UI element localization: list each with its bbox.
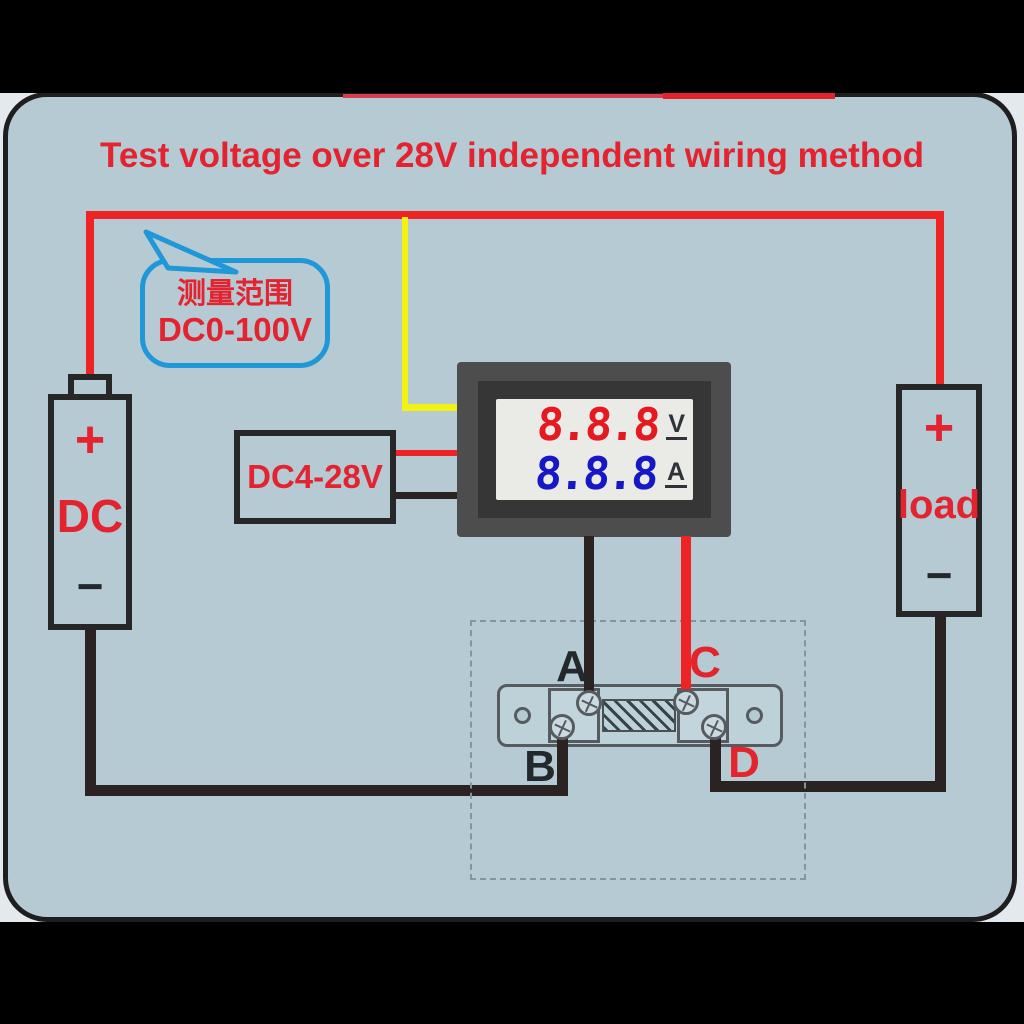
shunt-dashed-outline <box>470 620 806 880</box>
volt-amp-meter: 8.8.8 V 8.8.8 A <box>457 362 731 537</box>
voltage-row: 8.8.8 V <box>502 398 687 452</box>
shunt-resistance-element <box>602 699 676 732</box>
top-edge-red-segment-right <box>663 92 835 99</box>
shunt-screw-D <box>701 714 727 740</box>
terminal-label-c: C <box>689 638 721 687</box>
meter-sense-wire-black-A <box>584 536 594 703</box>
meter-sense-wire-red-C <box>681 536 691 703</box>
top-edge-red-segment-left <box>343 94 663 98</box>
load-negative-wire-vertical <box>935 615 946 792</box>
terminal-label-d: D <box>728 738 760 787</box>
terminal-label-b: B <box>524 742 556 791</box>
shunt-mount-hole-right <box>746 707 763 724</box>
shunt-mount-hole-left <box>514 707 531 724</box>
diagram-title: Test voltage over 28V independent wiring… <box>100 136 924 175</box>
voltage-readout: 8.8.8 <box>535 398 660 452</box>
dc-plus-sign: + <box>74 411 106 469</box>
module-positive-wire <box>395 450 459 456</box>
top-letterbox-bar <box>0 0 1024 93</box>
positive-wire-load-vertical <box>936 211 944 389</box>
measure-range-callout: 测量范围 DC0-100V <box>140 258 330 368</box>
load-plus-sign: + <box>923 399 955 457</box>
shunt-screw-B <box>549 714 575 740</box>
module-negative-wire <box>395 492 459 499</box>
load-label: load <box>897 482 981 527</box>
dc-negative-wire-vertical <box>85 628 96 796</box>
bottom-letterbox-bar <box>0 922 1024 1024</box>
shunt-D-wire-vertical <box>710 727 721 787</box>
signal-wire-to-meter <box>402 404 460 411</box>
callout-range-text: 测量范围 <box>176 278 293 310</box>
shunt-screw-C <box>673 689 699 715</box>
current-unit-label: A <box>664 458 687 489</box>
voltage-unit-label: V <box>666 409 687 440</box>
load-component: + load − <box>896 384 982 617</box>
callout-voltage-text: DC0-100V <box>157 311 313 348</box>
shunt-B-wire-horizontal <box>85 785 568 796</box>
positive-wire-top <box>86 211 944 219</box>
signal-wire-vertical <box>402 217 408 411</box>
module-supply-label: DC4-28V <box>247 458 383 495</box>
dc-minus-sign: − <box>76 560 104 612</box>
dc-source: + DC − <box>48 394 132 630</box>
terminal-label-a: A <box>556 642 588 691</box>
load-minus-sign: − <box>925 549 953 601</box>
current-readout: 8.8.8 <box>533 446 658 500</box>
module-supply-box: DC4-28V <box>234 430 396 524</box>
dc-label: DC <box>56 490 124 542</box>
positive-wire-dc-vertical <box>86 211 94 377</box>
shunt-plate <box>497 684 783 747</box>
meter-display: 8.8.8 V 8.8.8 A <box>496 398 693 500</box>
callout-tail <box>143 229 239 275</box>
shunt-D-wire-horizontal <box>710 781 946 792</box>
current-row: 8.8.8 A <box>502 446 687 500</box>
shunt-screw-A <box>576 690 602 716</box>
shunt-B-wire-vertical <box>557 727 568 792</box>
